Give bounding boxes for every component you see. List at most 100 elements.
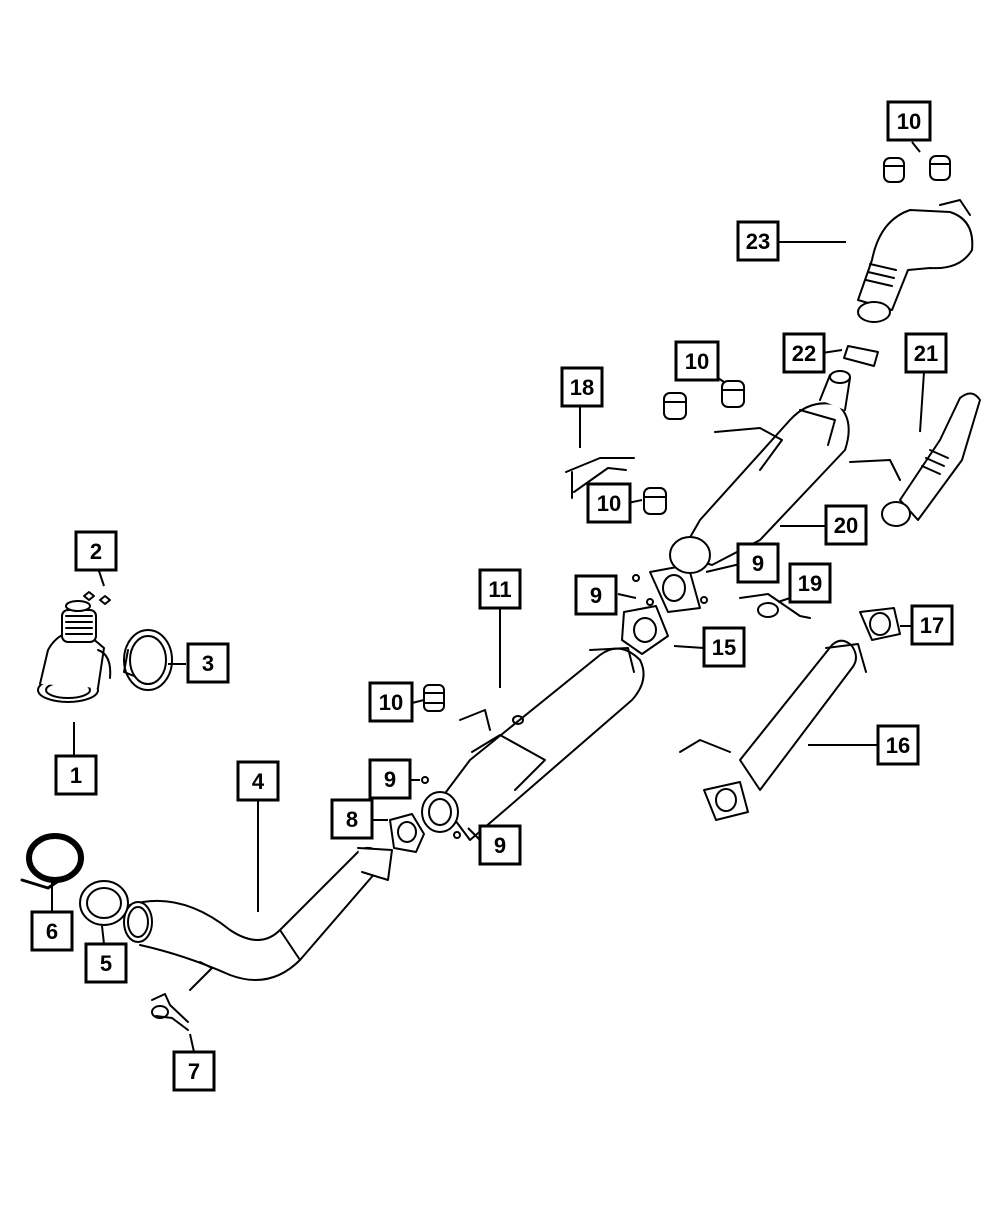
callout-number: 11 [488, 577, 511, 602]
callout-c4: 4 [236, 760, 280, 802]
part-7-hanger-bracket [151, 993, 189, 1031]
callout-box [186, 642, 230, 684]
callout-number: 1 [70, 763, 82, 788]
callout-c22: 22 [782, 332, 826, 374]
callout-number: 18 [570, 375, 594, 400]
part-1-turbo-outlet-elbow [37, 600, 112, 703]
callout-number: 10 [897, 109, 921, 134]
callout-box [30, 910, 74, 952]
callout-box [782, 332, 826, 374]
callout-c18: 18 [560, 366, 604, 408]
callout-number: 17 [920, 613, 944, 638]
part-4-front-exhaust-pipe [123, 846, 393, 991]
callout-box [904, 332, 948, 374]
callout-number: 8 [346, 807, 358, 832]
callout-number: 22 [792, 341, 816, 366]
callout-number: 9 [384, 767, 396, 792]
callout-number: 3 [202, 651, 214, 676]
part-11-catalytic-converter [421, 647, 645, 841]
callout-c9d: 9 [736, 542, 780, 584]
part-16-intermediate-pipe [679, 639, 867, 821]
callout-box [84, 942, 128, 984]
callout-number: 20 [834, 513, 858, 538]
callout-number: 7 [188, 1059, 200, 1084]
part-17-gasket [859, 607, 901, 641]
part-21-tail-pipe [849, 392, 981, 527]
callout-box [574, 574, 618, 616]
callout-c1: 1 [54, 754, 98, 796]
callout-box [586, 482, 632, 524]
callout-c17: 17 [910, 604, 954, 646]
callout-box [478, 568, 522, 610]
callout-c9c: 9 [574, 574, 618, 616]
callout-c10b: 10 [674, 340, 720, 382]
callout-c20: 20 [824, 504, 868, 546]
part-15-gasket-hole [633, 617, 657, 643]
part-15-gasket [621, 605, 669, 655]
callout-box [674, 340, 720, 382]
part-8-gasket-hole [397, 821, 417, 843]
callout-c10a: 10 [368, 681, 414, 723]
part-5-gasket-inner [86, 887, 122, 919]
callout-c23: 23 [736, 220, 780, 262]
callout-c7: 7 [172, 1050, 216, 1092]
callout-box [74, 530, 118, 572]
callout-box [736, 542, 780, 584]
callout-number: 6 [46, 919, 58, 944]
callout-c10d: 10 [886, 100, 932, 142]
callout-number: 21 [914, 341, 938, 366]
part-19-hanger-bracket [739, 593, 811, 619]
callout-c9b: 9 [478, 824, 522, 866]
callout-box [172, 1050, 216, 1092]
callout-box [910, 604, 954, 646]
callout-c21: 21 [904, 332, 948, 374]
callout-number: 9 [590, 583, 602, 608]
callout-number: 2 [90, 539, 102, 564]
part-8-gasket [389, 813, 425, 853]
part-22-clamp [843, 345, 879, 367]
callout-number: 5 [100, 951, 112, 976]
callout-number: 10 [685, 349, 709, 374]
callout-c8: 8 [330, 798, 374, 840]
part-6-vband-clamp [20, 833, 84, 890]
callout-c10c: 10 [586, 482, 632, 524]
callout-number: 23 [746, 229, 770, 254]
callout-c15: 15 [702, 626, 746, 668]
callout-number: 19 [798, 571, 822, 596]
part-20-particulate-filter [669, 370, 851, 574]
callout-c5: 5 [84, 942, 128, 984]
callout-box [478, 824, 522, 866]
callout-number: 15 [712, 635, 736, 660]
part-23-tailpipe-elbow [857, 199, 974, 323]
part-9-flange-nuts [632, 564, 708, 613]
callout-number: 16 [886, 733, 910, 758]
callout-box [560, 366, 604, 408]
part-10-isolator-lower [423, 684, 445, 712]
part-2-bolts [83, 591, 111, 605]
callout-box [54, 754, 98, 796]
callout-number: 10 [597, 491, 621, 516]
callout-c9a: 9 [368, 758, 412, 800]
callout-c19: 19 [788, 562, 832, 604]
callout-box [368, 681, 414, 723]
callout-box [824, 504, 868, 546]
callout-box [368, 758, 412, 800]
callout-c3: 3 [186, 642, 230, 684]
part-10-isolator-bracket [643, 487, 667, 515]
callout-box [330, 798, 374, 840]
callout-box [236, 760, 280, 802]
part-10-isolators-mid [663, 380, 745, 420]
callout-c11: 11 [478, 568, 522, 610]
part-17-gasket-hole [869, 612, 891, 636]
callout-c6: 6 [30, 910, 74, 952]
callout-c16: 16 [876, 724, 920, 766]
leader-lines [51, 141, 925, 1053]
callout-box [702, 626, 746, 668]
callout-number: 4 [252, 769, 265, 794]
callout-box [876, 724, 920, 766]
callout-box [736, 220, 780, 262]
callout-number: 10 [379, 690, 403, 715]
callout-box [886, 100, 932, 142]
